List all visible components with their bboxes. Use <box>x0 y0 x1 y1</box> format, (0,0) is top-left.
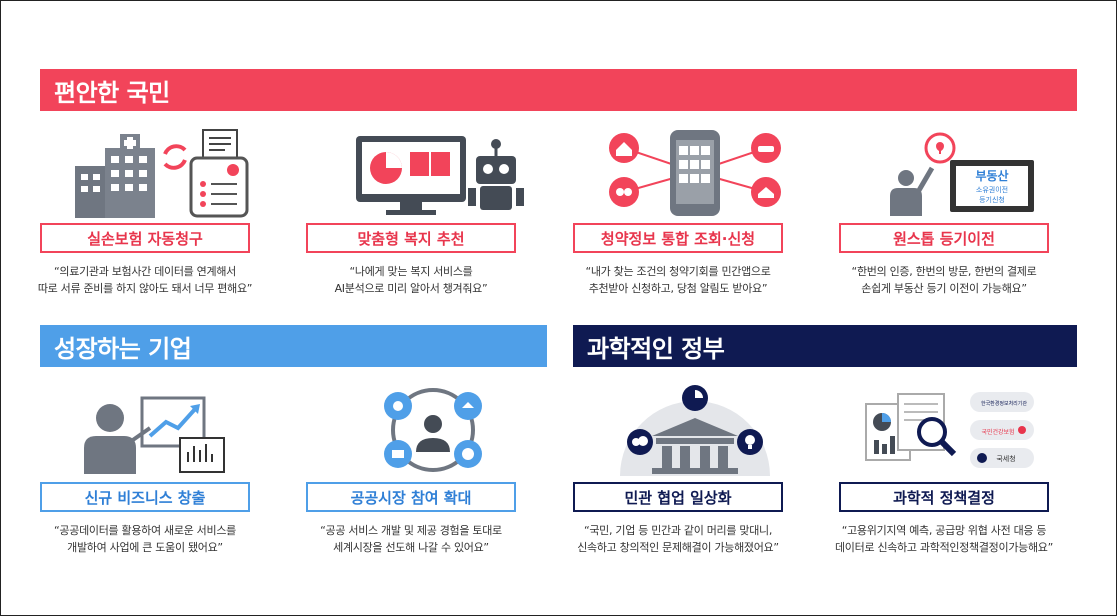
hospital-insurance-icon <box>65 126 275 218</box>
card-desc-public-market: “공공 서비스 개발 및 제공 경험을 토대로 세계시장을 선도해 나갈 수 있… <box>320 524 502 554</box>
ownership-transfer-label: 소유권이전 <box>976 185 1008 194</box>
monitor-robot-icon <box>328 126 538 218</box>
tax-service-logo-label: 국세청 <box>996 454 1015 463</box>
card-desc-welfare-recommendation: “나에게 맞는 복지 서비스를 AI분석으로 미리 알아서 챙겨줘요” <box>334 265 488 295</box>
government-building-icon <box>590 384 800 476</box>
smartphone-apps-icon <box>590 126 800 218</box>
data-analysis-icon: 한국환경정보처리기관 국민건강보험 국세청 <box>858 384 1068 476</box>
section-title: 편안한 국민 <box>54 78 170 107</box>
card-title-welfare-recommendation: 맞춤형 복지 추천 <box>306 223 516 253</box>
agency-logo-label: 한국환경정보처리기관 <box>981 400 1027 407</box>
network-user-icon <box>328 384 538 476</box>
card-title-scientific-policy: 과학적 정책결정 <box>839 482 1049 512</box>
section-title: 성장하는 기업 <box>54 334 192 363</box>
section-banner-comfortable-citizens: 편안한 국민 <box>40 69 1077 111</box>
real-estate-label: 부동산 <box>975 168 1008 183</box>
card-desc-scientific-policy: “고용위기지역 예측, 공급망 위협 사전 대응 등 데이터로 신속하고 과학적… <box>834 524 1053 554</box>
presenter-screen-icon: 부동산 소유권이전 등기신청 <box>858 126 1068 218</box>
card-desc-new-business: “공공데이터를 활용하여 새로운 서비스를 개발하여 사업에 큰 도움이 됐어요… <box>54 524 236 554</box>
card-title-new-business: 신규 비즈니스 창출 <box>40 482 250 512</box>
registration-label: 등기신청 <box>979 195 1005 204</box>
card-title-public-market: 공공시장 참여 확대 <box>306 482 516 512</box>
section-banner-scientific-government: 과학적인 정부 <box>573 325 1077 367</box>
section-title: 과학적인 정부 <box>587 334 725 363</box>
card-title-insurance-claim: 실손보험 자동청구 <box>40 223 250 253</box>
card-desc-subscription-info: “내가 찾는 조건의 청약기회를 민간앱으로 추천받아 신청하고, 당첨 알림도… <box>585 265 771 295</box>
health-insurance-logo-label: 국민건강보험 <box>981 428 1014 436</box>
card-title-subscription-info: 청약정보 통합 조회·신청 <box>573 223 783 253</box>
card-desc-one-stop-registration: “한번의 인증, 한번의 방문, 한번의 결제로 손쉽게 부동산 등기 이전이 … <box>851 265 1037 295</box>
card-title-public-private-collab: 민관 협업 일상화 <box>573 482 783 512</box>
card-desc-insurance-claim: “의료기관과 보험사간 데이터를 연계해서 따로 서류 준비를 하지 않아도 돼… <box>37 265 253 295</box>
card-desc-public-private-collab: “국민, 기업 등 민간과 같이 머리를 맞대니, 신속하고 창의적인 문제해결… <box>577 524 779 554</box>
card-title-one-stop-registration: 원스톱 등기이전 <box>839 223 1049 253</box>
section-banner-growing-companies: 성장하는 기업 <box>40 325 547 367</box>
business-growth-icon <box>70 384 280 476</box>
